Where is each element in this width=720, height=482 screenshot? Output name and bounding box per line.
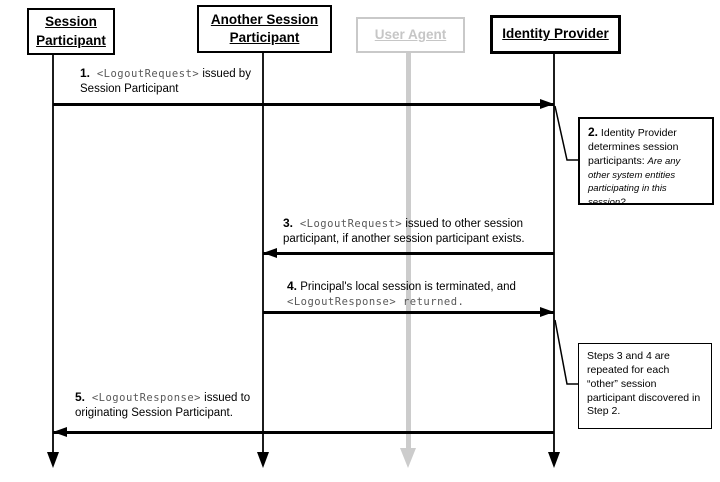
note-italic-text: Are any other system entities participat… — [588, 155, 681, 209]
actor-label: Identity Provider — [502, 26, 609, 42]
step-number: 3. — [283, 216, 294, 230]
message-label-3: 3. <LogoutRequest> issued to other sessi… — [283, 216, 568, 247]
actor-label: User Agent — [374, 26, 447, 42]
step-number: 5. — [75, 390, 86, 404]
mono-element-name: <LogoutRequest> — [293, 218, 403, 230]
message-arrow-3 — [263, 252, 554, 255]
lifeline-arrowhead-another-session-participant — [257, 452, 269, 468]
message-label-5: 5. <LogoutResponse> issued to originatin… — [75, 390, 285, 421]
step-number: 2. — [588, 125, 599, 139]
lifeline-arrowhead-identity-provider — [548, 452, 560, 468]
lifeline-user-agent — [406, 52, 411, 450]
note-connector-steps34 — [554, 319, 578, 385]
actor-label: Session — [45, 14, 97, 30]
actor-label: Participant — [36, 32, 106, 48]
note-connector-step2 — [554, 105, 578, 161]
message-text: Principal's local session is terminated,… — [297, 281, 516, 293]
note-text: Steps 3 and 4 are repeated for each “oth… — [587, 350, 701, 418]
note-text: Identity Provider determines session par… — [588, 127, 679, 167]
message-arrow-5 — [53, 431, 554, 434]
mono-element-name: <LogoutResponse> — [85, 392, 201, 404]
message-label-4: 4. Principal's local session is terminat… — [287, 279, 565, 310]
message-arrow-1 — [53, 103, 554, 106]
lifeline-arrowhead-user-agent — [400, 448, 416, 468]
message-text: issued to other session participant, if … — [283, 218, 525, 245]
step-number: 4. — [287, 279, 298, 293]
note-steps-3-4-repeat: Steps 3 and 4 are repeated for each “oth… — [578, 343, 712, 429]
arrowhead-message-4 — [540, 307, 554, 317]
arrowhead-message-5 — [53, 427, 67, 437]
actor-label: Participant — [229, 30, 300, 45]
lifeline-identity-provider — [553, 52, 555, 454]
actor-another-session-participant: Another Session Participant — [197, 5, 332, 53]
message-text: issued to originating Session Participan… — [75, 392, 251, 419]
note-step-2: 2. Identity Provider determines session … — [578, 117, 714, 208]
arrowhead-message-1 — [540, 99, 554, 109]
actor-label: Another Session — [210, 11, 319, 27]
arrowhead-message-3 — [263, 248, 277, 258]
step-number: 1. — [80, 66, 91, 80]
actor-identity-provider: Identity Provider — [490, 15, 621, 54]
message-arrow-4 — [263, 311, 554, 314]
message-label-1: 1. <LogoutRequest> issued by Session Par… — [80, 66, 285, 97]
actor-session-participant: Session Participant — [27, 8, 115, 55]
lifeline-session-participant — [52, 55, 54, 454]
actor-user-agent: User Agent — [356, 17, 465, 53]
mono-element-name: <LogoutRequest> — [90, 68, 200, 80]
lifeline-arrowhead-session-participant — [47, 452, 59, 468]
mono-element-name: <LogoutResponse> returned. — [287, 295, 465, 308]
message-text: issued by Session Participant — [80, 68, 251, 95]
